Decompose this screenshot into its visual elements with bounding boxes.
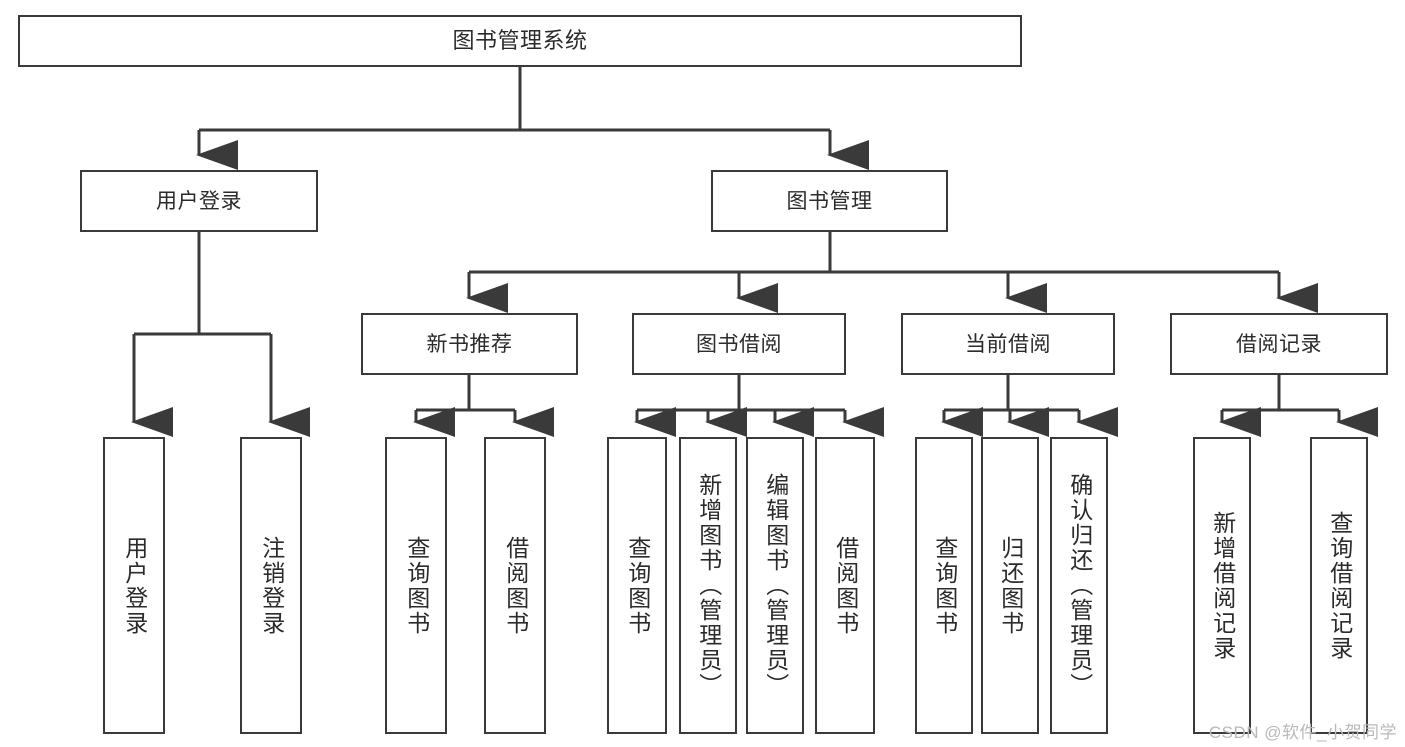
leaf-user-login[interactable]: 用户登录 [103, 437, 165, 734]
node-label: 新书推荐 [426, 332, 513, 356]
node-label: 新增借阅记录 [1209, 510, 1236, 661]
leaf-add-book[interactable]: 新增图书（管理员） [679, 437, 737, 734]
node-label: 注销登录 [258, 535, 285, 636]
leaf-borrow-book-1[interactable]: 借阅图书 [484, 437, 546, 734]
leaf-borrow-book-2[interactable]: 借阅图书 [815, 437, 875, 734]
node-label: 图书管理系统 [452, 28, 588, 53]
node-label: 编辑图书（管理员） [762, 473, 789, 698]
node-label: 图书管理 [786, 189, 873, 213]
leaf-add-record[interactable]: 新增借阅记录 [1193, 437, 1251, 734]
node-label: 新增图书（管理员） [695, 473, 722, 698]
node-label: 确认归还（管理员） [1066, 473, 1093, 698]
node-label: 查询图书 [931, 535, 958, 636]
node-label: 查询图书 [403, 535, 430, 636]
node-user-login[interactable]: 用户登录 [80, 170, 318, 232]
node-book-borrow[interactable]: 图书借阅 [632, 313, 846, 375]
node-label: 借阅记录 [1236, 332, 1322, 356]
node-label: 当前借阅 [965, 332, 1051, 356]
node-new-book-recommend[interactable]: 新书推荐 [361, 313, 578, 375]
leaf-query-book-1[interactable]: 查询图书 [385, 437, 447, 734]
node-label: 图书借阅 [696, 332, 782, 356]
node-label: 借阅图书 [502, 535, 529, 636]
node-label: 借阅图书 [832, 535, 859, 636]
leaf-return-book[interactable]: 归还图书 [981, 437, 1039, 734]
node-book-manage[interactable]: 图书管理 [711, 170, 948, 232]
leaf-query-book-3[interactable]: 查询图书 [915, 437, 973, 734]
node-root[interactable]: 图书管理系统 [18, 15, 1022, 67]
node-current-borrow[interactable]: 当前借阅 [901, 313, 1115, 375]
connector-lines [131, 67, 1378, 437]
node-label: 查询图书 [624, 535, 651, 636]
leaf-edit-book[interactable]: 编辑图书（管理员） [746, 437, 804, 734]
leaf-query-record[interactable]: 查询借阅记录 [1310, 437, 1368, 734]
leaf-confirm-return[interactable]: 确认归还（管理员） [1050, 437, 1108, 734]
node-label: 归还图书 [997, 535, 1024, 636]
node-label: 用户登录 [121, 535, 148, 636]
node-label: 用户登录 [156, 189, 242, 213]
node-label: 查询借阅记录 [1326, 510, 1353, 661]
leaf-query-book-2[interactable]: 查询图书 [607, 437, 667, 734]
watermark-text: CSDN @软件_小贺同学 [1208, 723, 1397, 742]
node-borrow-record[interactable]: 借阅记录 [1170, 313, 1388, 375]
leaf-user-logout[interactable]: 注销登录 [240, 437, 302, 734]
